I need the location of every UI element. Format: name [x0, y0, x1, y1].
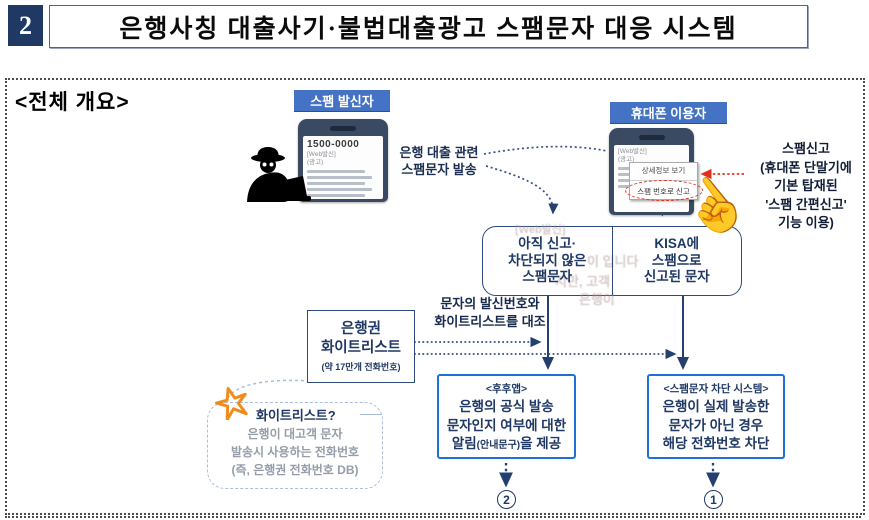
report-note-line: '스팸 간편신고' — [765, 196, 847, 212]
block-system-header: <스팸문자 차단 시스템> — [663, 383, 769, 395]
bank-whitelist-box: 은행권 화이트리스트 (약 17만개 전화번호) — [307, 310, 415, 383]
block-body-line: 문자가 아닌 경우 — [668, 417, 764, 433]
whitelist-count: (약 17만개 전화번호) — [321, 362, 401, 372]
unreported-spam-line: 차단되지 않은 — [508, 252, 587, 268]
bottom-dotted-rule — [5, 516, 861, 518]
ghost-text: 지만, 고객 — [555, 274, 611, 289]
message-status-boxes: [Web발신] 이 입니다 지만, 고객 은행이 아직 신고· 차단되지 않은 … — [482, 224, 742, 307]
huhu-line3-small: (안내문구) — [476, 440, 521, 451]
spam-report-note: 스팸신고 (휴대폰 단말기에 기본 탑재된 '스팸 간편신고' 기능 이용) — [742, 140, 869, 233]
sender-phone-screen: 1500-0000 [Web발신] (광고) — [303, 136, 383, 199]
spam-send-note-line: 은행 대출 관련 — [399, 145, 479, 160]
block-body-line: 해당 전화번호 차단 — [662, 436, 770, 451]
popup-detail-view[interactable]: 상세정보 보기 — [641, 166, 686, 176]
arrow-spam-to-user — [483, 145, 608, 155]
bubble-body-line: (즉, 은행권 전화번호 DB) — [231, 463, 359, 477]
compare-note-line: 화이트리스트를 대조 — [434, 314, 546, 329]
whitelist-explainer-bubble: 화이트리스트? 은행이 대고객 문자 발송시 사용하는 전화번호 (즉, 은행권… — [207, 402, 383, 489]
sender-phone: 1500-0000 [Web발신] (광고) — [298, 119, 388, 202]
red-highlight-ellipse — [625, 180, 703, 201]
kisa-reported-box: KISA에 스팸으로 신고된 문자 — [611, 227, 742, 295]
blurred-text-line — [307, 188, 372, 191]
blurred-text-line — [307, 176, 372, 179]
phone-speaker — [330, 126, 356, 131]
unreported-spam-line: 스팸문자 — [522, 269, 573, 285]
bubble-title: 화이트리스트? — [256, 408, 336, 423]
diagram-frame: <전체 개요> 스팸 발신자 — [5, 78, 865, 515]
huhu-app-box: <후후앱> 은행의 공식 발송 문자인지 여부에 대한 알림(안내문구)을 제공 — [437, 374, 576, 459]
spam-report-popup: 상세정보 보기 스팸 번호로 신고 — [625, 162, 703, 201]
report-note-line: (휴대폰 단말기에 — [760, 159, 852, 175]
huhu-app-body: 은행의 공식 발송 문자인지 여부에 대한 알림(안내문구)을 제공 — [447, 398, 566, 456]
overview-label: <전체 개요> — [15, 91, 130, 114]
block-system-body: 은행이 실제 발송한 문자가 아닌 경우 해당 전화번호 차단 — [663, 398, 770, 454]
unreported-spam-line: 아직 신고· — [518, 236, 577, 252]
report-note-line: 기능 이용) — [778, 215, 834, 230]
huhu-body-line: 알림(안내문구)을 제공 — [447, 435, 566, 456]
huhu-line3-pre: 알림 — [451, 436, 477, 451]
whitelist-line: 화이트리스트 — [320, 340, 402, 356]
step-number-2: 2 — [497, 490, 516, 509]
page-title: 은행사칭 대출사기·불법대출광고 스팸문자 대응 시스템 — [49, 5, 808, 48]
bubble-body-line: 발송시 사용하는 전화번호 — [230, 445, 360, 459]
blurred-text-line — [307, 182, 365, 185]
bubble-title-dash — [360, 414, 382, 415]
ghost-text: 은행이 — [579, 292, 615, 307]
kisa-reported-line: KISA에 — [654, 236, 700, 252]
bubble-body-line: 은행이 대고객 문자 — [247, 427, 343, 441]
sender-screen-line: (광고) — [307, 159, 324, 166]
step-number-1: 1 — [704, 490, 723, 509]
sender-screen-line: [Web발신] — [307, 151, 336, 158]
huhu-body-line: 문자인지 여부에 대한 — [446, 417, 567, 433]
whitelist-compare-note: 문자의 발신번호와 화이트리스트를 대조 — [410, 295, 570, 331]
report-note-line: 기본 탑재된 — [774, 178, 838, 193]
spam-block-system-box: <스팸문자 차단 시스템> 은행이 실제 발송한 문자가 아닌 경우 해당 전화… — [647, 374, 785, 459]
report-note-line: 스팸신고 — [782, 141, 830, 156]
kisa-reported-line: 신고된 문자 — [643, 269, 710, 285]
huhu-app-header: <후후앱> — [485, 383, 528, 395]
spam-send-note-line: 스팸문자 발송 — [401, 162, 477, 177]
star-icon — [215, 387, 248, 420]
section-number-badge: 2 — [8, 5, 43, 46]
bubble-body: 은행이 대고객 문자 발송시 사용하는 전화번호 (즉, 은행권 전화번호 DB… — [208, 425, 382, 479]
ghost-text: 이 입니다 — [587, 254, 639, 269]
arrow-sender-to-unblocked-box — [485, 165, 559, 215]
huhu-body-line: 은행의 공식 발송 — [459, 399, 554, 414]
phone-speaker — [638, 135, 665, 140]
blurred-text-line — [307, 194, 365, 197]
blurred-text-line — [307, 170, 365, 173]
spammer-icon — [247, 147, 311, 202]
ghost-text: [Web발신] — [515, 224, 566, 236]
spam-send-note: 은행 대출 관련 스팸문자 발송 — [385, 144, 493, 178]
user-screen-line: (광고) — [618, 156, 635, 163]
compare-note-line: 문자의 발신번호와 — [440, 296, 540, 311]
block-body-line: 은행이 실제 발송한 — [662, 399, 770, 414]
unreported-spam-box: 아직 신고· 차단되지 않은 스팸문자 — [483, 227, 612, 295]
spam-sender-label: 스팸 발신자 — [294, 90, 390, 111]
huhu-line3-post: 을 제공 — [520, 436, 562, 451]
phone-user-label: 휴대폰 이용자 — [610, 102, 727, 123]
kisa-reported-line: 스팸으로 — [651, 252, 702, 268]
whitelist-line: 은행권 — [340, 321, 382, 337]
user-screen-line: [Web발신] — [618, 148, 647, 155]
sender-phone-number: 1500-0000 — [307, 139, 360, 150]
